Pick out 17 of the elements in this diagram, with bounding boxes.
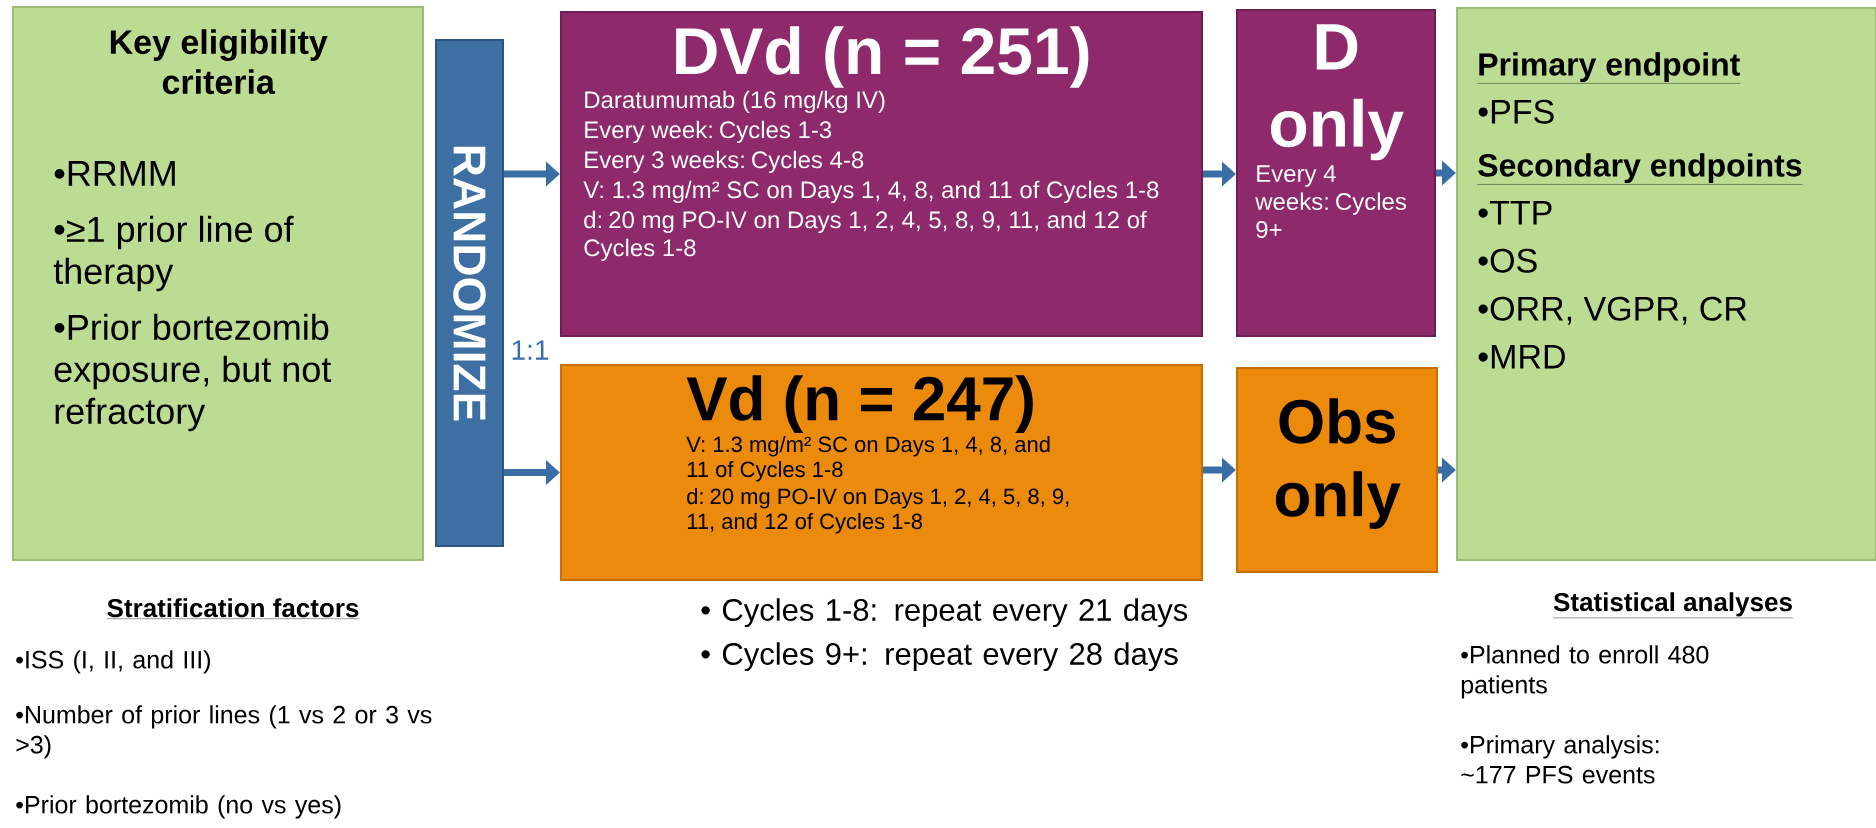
treatment-box: DVd (n = 251) Daratumumab (16 mg/kg IV) Every week: Cycles 1-3 Every 3 weeks: Cycles 4-8 V: 1.3 mg/m² SC on Days 1, 4, 8, and 11 of Cycles 1-8 d: 20 mg PO-IV on Days 1, 2, 4, 5, 8, 9, 11, and 12 of Cycles 1-8: [560, 11, 1203, 337]
section-heading: Stratification factors: [106, 598, 360, 619]
endpoints-box: Primary endpoint •PFS Secondary endpoints •TTP •OS •ORR, VGPR, CR •MRD: [1456, 7, 1876, 561]
bullet-text: • Cycles 1-8: repeat every 21 days: [701, 598, 1188, 628]
bullet-text: •Number of prior lines (1 vs 2 or 3 vs >3): [16, 705, 432, 759]
criteria-box: Key eligibility criteria •RRMM •≥1 prior line of therapy •Prior bortezomib exposure, but not refractory: [12, 6, 424, 561]
bullet-text: •Planned to enroll 480 patients: [1461, 645, 1709, 699]
treatment-box: D only Every 4 weeks: Cycles 9+: [1236, 9, 1436, 337]
randomize-bar: RANDOMIZE 1:1: [435, 39, 549, 547]
bullet-text: •ISS (I, II, and III): [16, 650, 210, 674]
bullet-text: •Primary analysis: ~177 PFS events: [1461, 735, 1659, 784]
bullet-text: •Prior bortezomib (no vs yes): [16, 795, 341, 819]
observation-box: Obs only: [1236, 367, 1438, 573]
ratio-label: 1:1: [512, 340, 549, 360]
section-heading: Statistical analyses: [1552, 592, 1794, 619]
bullet-text: • Cycles 9+: repeat every 28 days: [701, 642, 1178, 672]
treatment-box: Vd (n = 247) V: 1.3 mg/m² SC on Days 1, 4, 8, and 11 of Cycles 1-8 d: 20 mg PO-IV on Days 1, 2, 4, 5, 8, 9, 11, and 12 of Cycles 1-8: [560, 364, 1203, 581]
